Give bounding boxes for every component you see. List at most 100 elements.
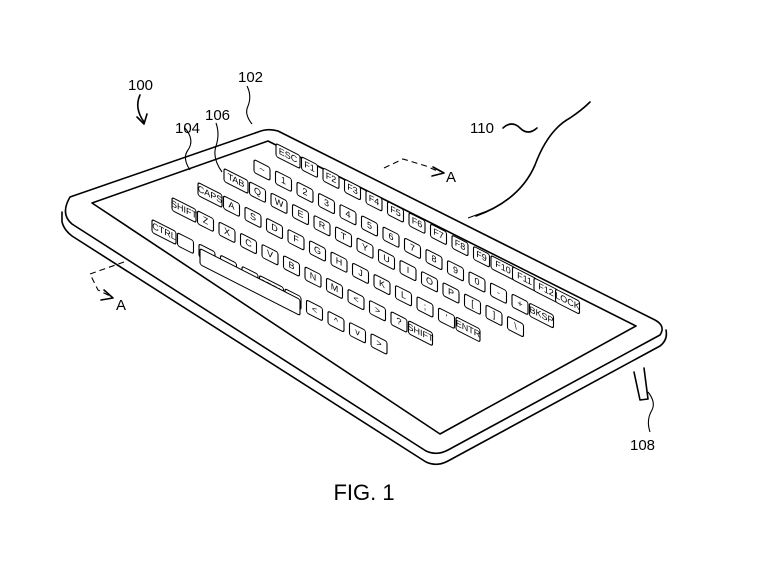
- key-label: H: [336, 255, 343, 269]
- key[interactable]: >: [370, 333, 388, 355]
- key[interactable]: ^: [327, 311, 345, 333]
- key[interactable]: TAB: [223, 168, 249, 194]
- key-label: F6: [412, 215, 422, 231]
- key-label: L: [401, 289, 406, 302]
- key[interactable]: F: [287, 229, 305, 251]
- key-label: \: [514, 321, 517, 333]
- key[interactable]: N: [304, 266, 322, 288]
- key-label: F7: [433, 227, 443, 243]
- key-label: F1: [304, 159, 314, 175]
- spacebar-key[interactable]: [199, 248, 301, 316]
- key[interactable]: 9: [446, 260, 465, 282]
- key[interactable]: 2: [296, 181, 314, 203]
- key[interactable]: W: [270, 192, 288, 214]
- key[interactable]: LOCK: [554, 289, 580, 315]
- key[interactable]: F6: [408, 212, 426, 234]
- key[interactable]: R: [313, 215, 331, 237]
- key-cap: [463, 293, 482, 315]
- key[interactable]: >: [368, 300, 387, 322]
- key-label: CTRL: [152, 221, 175, 243]
- key[interactable]: F4: [365, 190, 383, 212]
- key[interactable]: SHIFT: [171, 197, 197, 223]
- key[interactable]: 3: [317, 193, 336, 215]
- key[interactable]: <: [305, 299, 324, 321]
- ref-106: 106: [205, 107, 230, 124]
- key[interactable]: 8: [425, 249, 443, 271]
- key[interactable]: <: [347, 289, 365, 311]
- key[interactable]: S: [244, 206, 262, 228]
- key[interactable]: ]: [485, 304, 503, 326]
- key[interactable]: \: [506, 316, 525, 338]
- key-label: >: [375, 304, 381, 317]
- key[interactable]: 4: [339, 204, 357, 226]
- key[interactable]: P: [442, 282, 460, 304]
- key[interactable]: -: [489, 282, 508, 304]
- key[interactable]: 7: [403, 237, 422, 259]
- key[interactable]: U: [377, 248, 396, 270]
- key[interactable]: ~: [253, 159, 271, 181]
- key[interactable]: L: [394, 285, 413, 307]
- key[interactable]: 0: [468, 271, 486, 293]
- key[interactable]: BKSP: [528, 303, 555, 329]
- key[interactable]: X: [218, 221, 236, 243]
- key[interactable]: M: [325, 277, 344, 299]
- key-label: 0: [475, 276, 480, 289]
- key[interactable]: T: [334, 226, 353, 248]
- key[interactable]: ?: [390, 311, 408, 333]
- key[interactable]: 6: [382, 226, 400, 248]
- key[interactable]: 5: [360, 215, 379, 237]
- key[interactable]: v: [348, 322, 367, 344]
- key[interactable]: O: [420, 271, 439, 293]
- key-label: F3: [347, 182, 357, 198]
- key[interactable]: G: [308, 240, 327, 262]
- key-cap: [425, 249, 443, 271]
- key[interactable]: C: [239, 233, 258, 255]
- key[interactable]: I: [399, 260, 417, 282]
- key[interactable]: [: [463, 293, 482, 315]
- key-label: R: [319, 219, 326, 233]
- key[interactable]: Q: [248, 181, 267, 203]
- section-label-a-top: A: [446, 169, 456, 186]
- key[interactable]: K: [373, 274, 391, 296]
- key[interactable]: F9: [472, 246, 491, 268]
- key[interactable]: [176, 232, 195, 254]
- key[interactable]: F5: [386, 201, 405, 223]
- key[interactable]: E: [291, 204, 310, 226]
- key-label: 2: [303, 186, 308, 199]
- key-label: 7: [410, 242, 415, 255]
- key-cap: [468, 271, 486, 293]
- key[interactable]: 1: [274, 170, 293, 192]
- key[interactable]: F2: [322, 167, 340, 189]
- key[interactable]: SHIFT: [408, 320, 434, 346]
- key[interactable]: F7: [429, 223, 448, 245]
- key[interactable]: A: [222, 195, 241, 217]
- key[interactable]: J: [351, 262, 370, 284]
- key[interactable]: CAPS: [197, 182, 223, 208]
- key[interactable]: CTRL: [151, 219, 177, 245]
- key[interactable]: H: [330, 251, 348, 273]
- key[interactable]: ': [437, 307, 456, 329]
- key[interactable]: +: [511, 293, 529, 315]
- key-label: 1: [281, 175, 286, 188]
- key[interactable]: F1: [300, 156, 319, 178]
- key[interactable]: Z: [196, 210, 215, 232]
- key-cap: [356, 237, 374, 259]
- key[interactable]: F3: [343, 179, 362, 201]
- key[interactable]: ESC: [275, 143, 301, 169]
- key-cap: [446, 260, 465, 282]
- key[interactable]: D: [265, 218, 284, 240]
- key[interactable]: V: [261, 244, 279, 266]
- key-cap: [489, 282, 508, 304]
- key[interactable]: F12: [533, 277, 559, 303]
- key-cap: [218, 221, 236, 243]
- key[interactable]: ;: [416, 296, 434, 318]
- key[interactable]: F8: [451, 235, 469, 257]
- key-cap: [370, 333, 388, 355]
- key-cap: [347, 289, 365, 311]
- key[interactable]: B: [282, 255, 301, 277]
- key-cap: [394, 285, 413, 307]
- key[interactable]: Y: [356, 237, 374, 259]
- key-label: S: [250, 211, 256, 224]
- key[interactable]: ENTR: [455, 316, 481, 343]
- key-label: A: [229, 199, 236, 213]
